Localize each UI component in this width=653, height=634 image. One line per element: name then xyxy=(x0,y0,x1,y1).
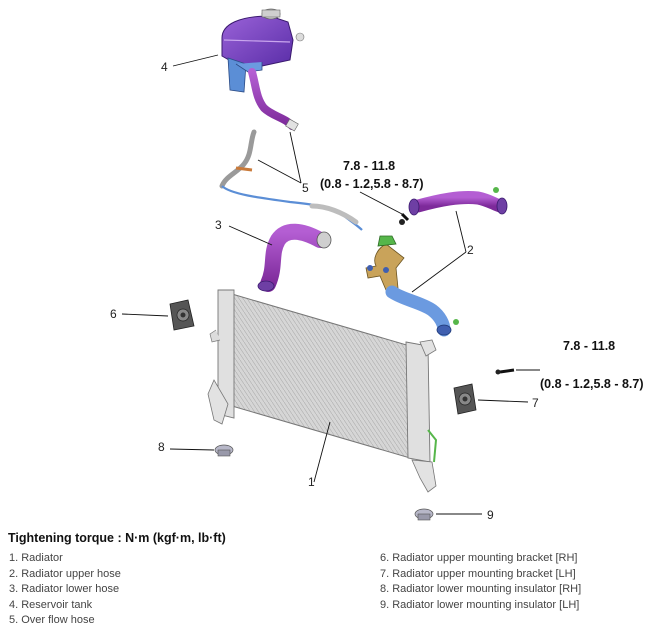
callout-9: 9 xyxy=(487,508,494,522)
callout-5: 5 xyxy=(302,181,309,195)
callout-3: 3 xyxy=(215,218,222,232)
callout-6: 6 xyxy=(110,307,117,321)
torque-spec-right: 7.8 - 11.8 (0.8 - 1.2,5.8 - 8.7) xyxy=(540,339,644,391)
callout-4: 4 xyxy=(161,60,168,74)
torque-unit-heading: Tightening torque : N·m (kgf·m, lb·ft) xyxy=(8,531,226,545)
reservoir-tank xyxy=(221,8,305,93)
legend-item: 8. Radiator lower mounting insulator [RH… xyxy=(380,583,582,596)
coolant-fitting-assembly xyxy=(365,235,459,337)
torque-right-converted: (0.8 - 1.2,5.8 - 8.7) xyxy=(540,377,644,391)
torque-upper-value: 7.8 - 11.8 xyxy=(343,159,395,173)
callout-labels: 1 2 3 4 5 6 7 8 9 xyxy=(110,60,539,522)
radiator-lower-hose xyxy=(257,223,332,292)
callout-1: 1 xyxy=(308,475,315,489)
legend-item: 7. Radiator upper mounting bracket [LH] xyxy=(380,567,576,580)
lower-mounting-insulator-rh xyxy=(214,444,234,457)
legend-item: 3. Radiator lower hose xyxy=(9,583,120,596)
upper-mounting-bracket-lh xyxy=(453,368,515,415)
callout-2: 2 xyxy=(467,243,474,257)
over-flow-hose xyxy=(219,68,363,231)
legend-item: 9. Radiator lower mounting insulator [LH… xyxy=(380,598,580,611)
torque-right-value: 7.8 - 11.8 xyxy=(563,339,615,353)
parts-legend-right: 6. Radiator upper mounting bracket [RH] … xyxy=(380,551,581,613)
torque-spec-upper: 7.8 - 11.8 (0.8 - 1.2,5.8 - 8.7) xyxy=(320,159,424,191)
legend-item: 6. Radiator upper mounting bracket [RH] xyxy=(380,552,578,564)
leader-lines xyxy=(121,54,540,515)
legend-item: 5. Over flow hose xyxy=(9,614,95,627)
upper-mounting-bracket-rh xyxy=(169,299,195,331)
lower-mounting-insulator-lh xyxy=(414,508,434,521)
callout-8: 8 xyxy=(158,440,165,454)
parts-legend-left: 1. Radiator 2. Radiator upper hose 3. Ra… xyxy=(9,551,121,629)
radiator xyxy=(207,289,438,493)
callout-7: 7 xyxy=(532,396,539,410)
legend-item: 1. Radiator xyxy=(9,552,63,564)
legend-item: 2. Radiator upper hose xyxy=(9,567,121,580)
legend-item: 4. Reservoir tank xyxy=(9,598,93,611)
radiator-exploded-diagram: 1 2 3 4 5 6 7 8 9 7.8 - 11.8 (0.8 - 1.2,… xyxy=(110,8,644,522)
radiator-upper-hose xyxy=(399,187,508,225)
torque-upper-converted: (0.8 - 1.2,5.8 - 8.7) xyxy=(320,177,424,191)
